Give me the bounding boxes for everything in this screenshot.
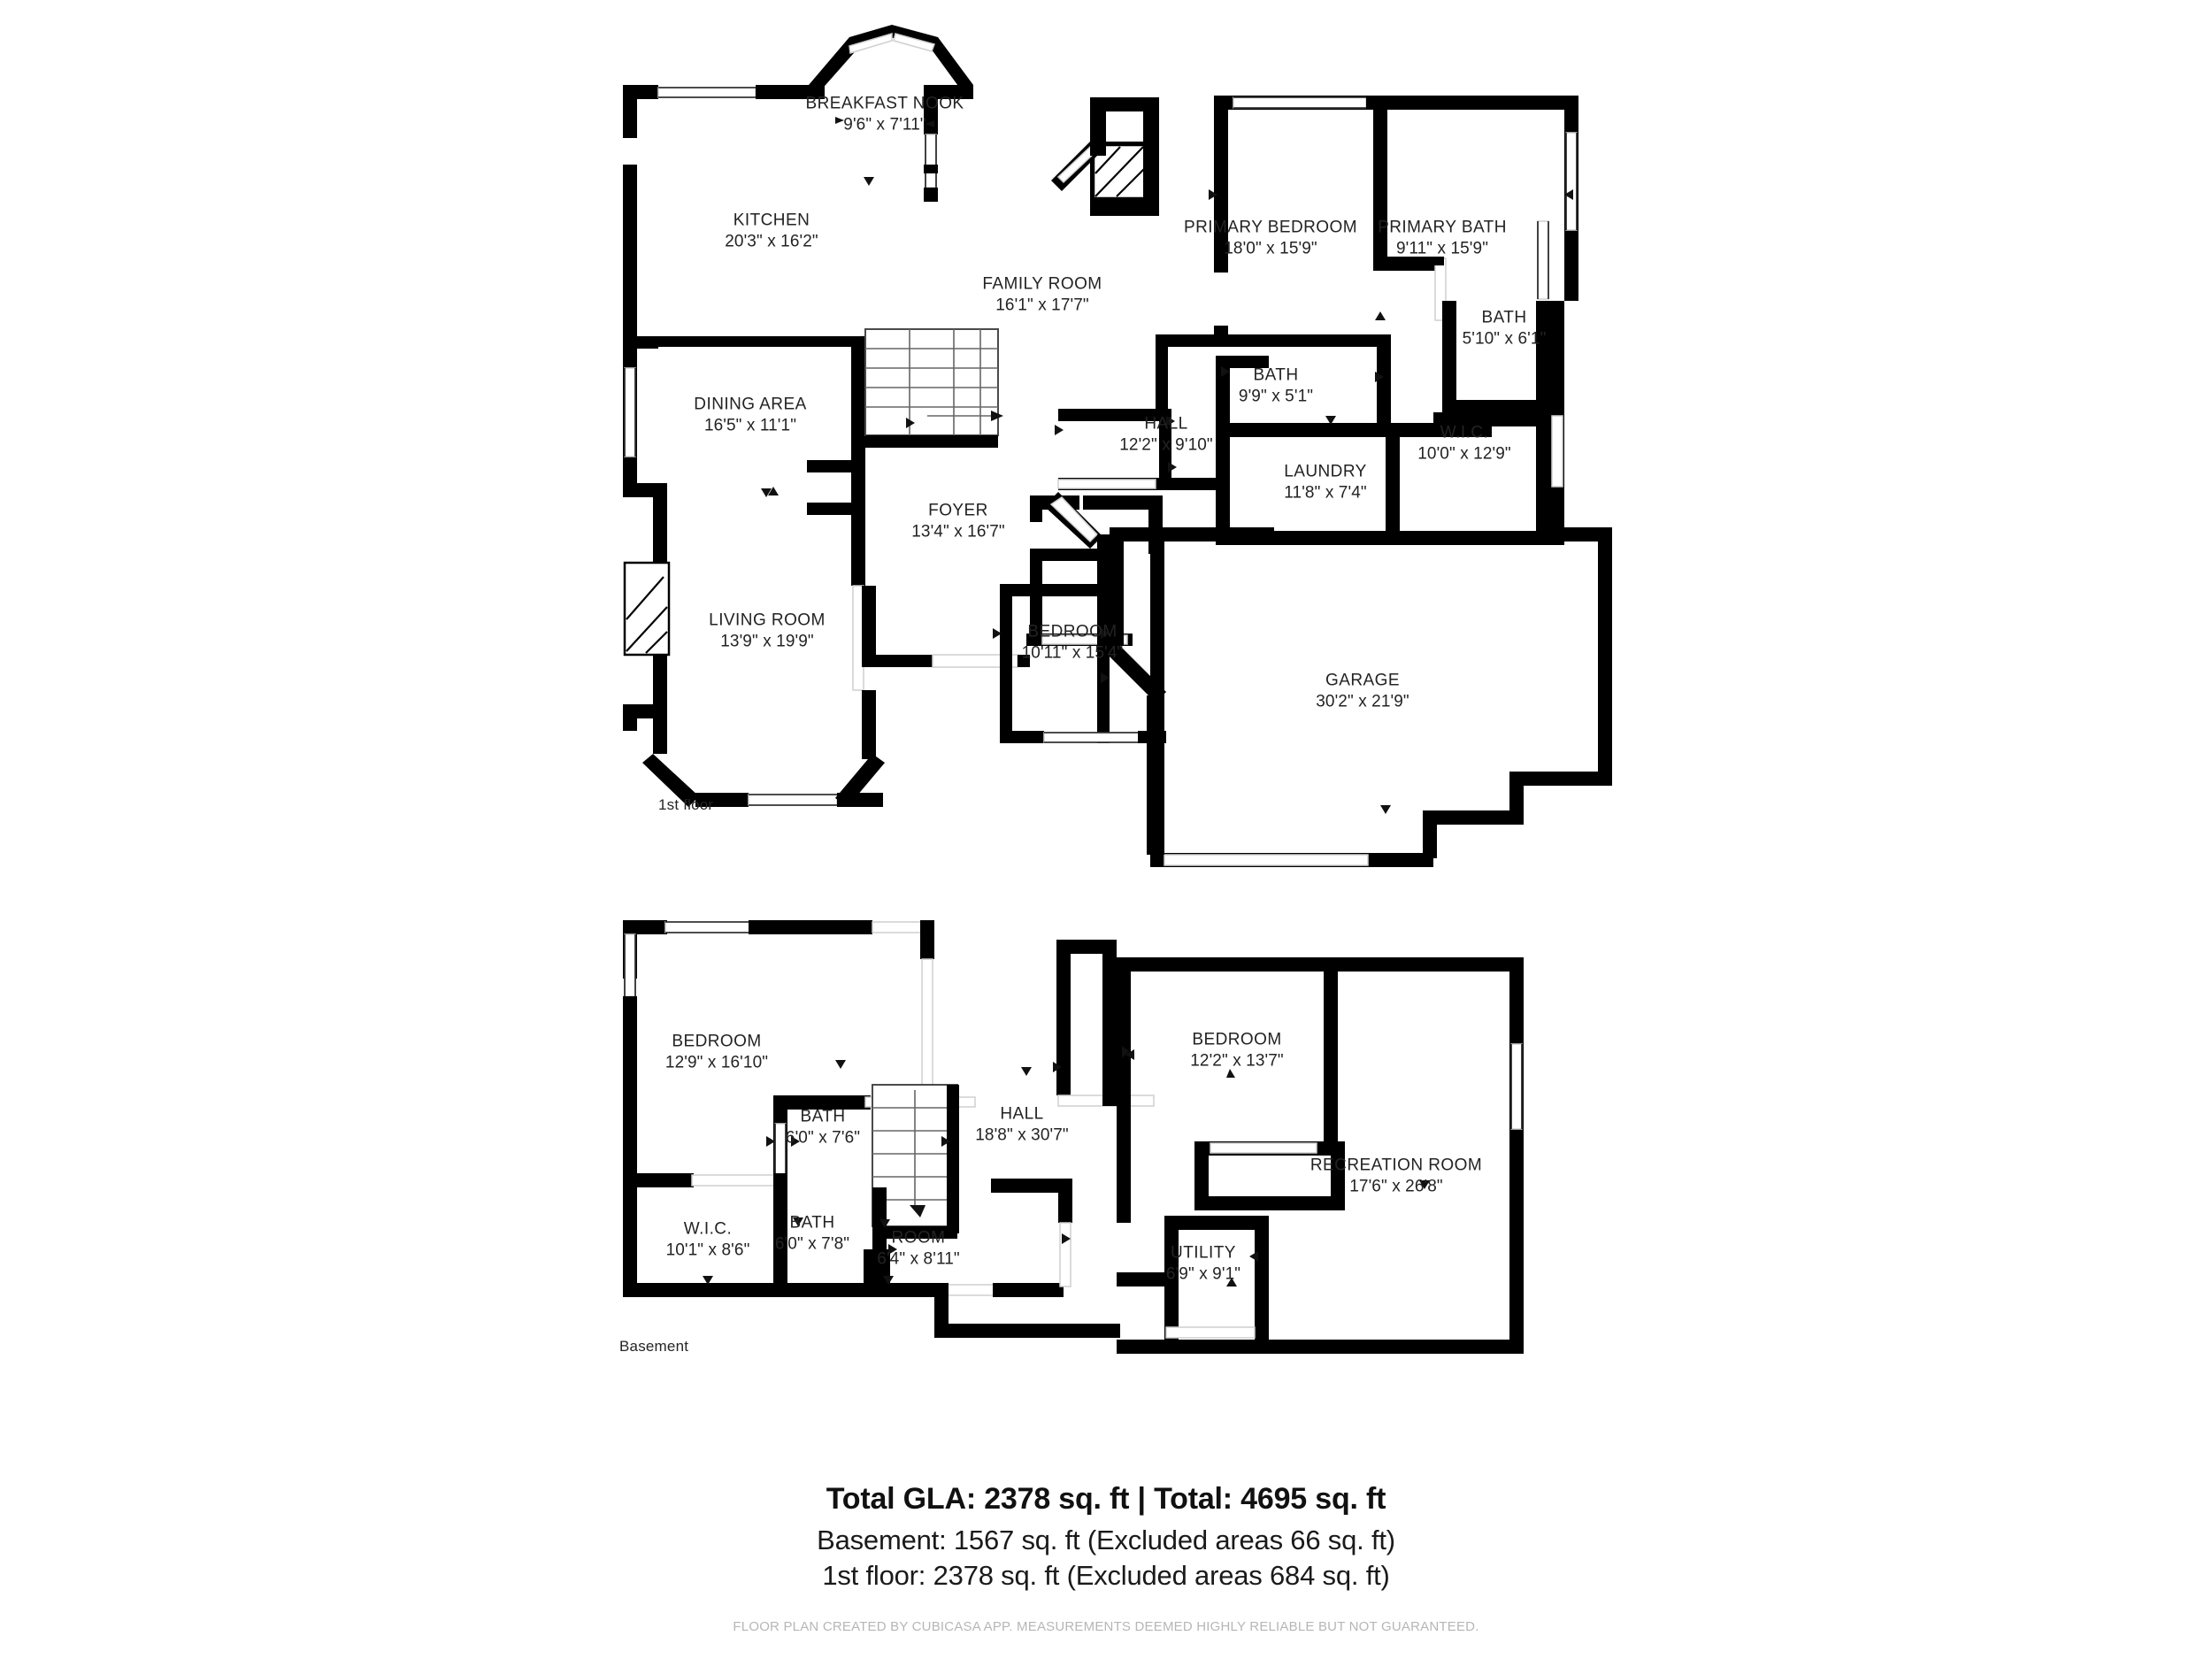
direction-markers	[703, 117, 1573, 1286]
summary-basement: Basement: 1567 sq. ft (Excluded areas 66…	[817, 1525, 1395, 1555]
first-floor-geometry	[623, 25, 1612, 867]
disclaimer-text: FLOOR PLAN CREATED BY CUBICASA APP. MEAS…	[733, 1619, 1479, 1634]
summary-total-gla: Total GLA: 2378 sq. ft | Total: 4695 sq.…	[826, 1482, 1386, 1516]
floor-tag-first-floor: 1st floor	[658, 796, 714, 813]
summary-first-floor: 1st floor: 2378 sq. ft (Excluded areas 6…	[822, 1559, 1390, 1591]
basement-geometry	[623, 920, 1524, 1354]
floor-tag-basement: Basement	[619, 1338, 689, 1355]
area-summary: Total GLA: 2378 sq. ft | Total: 4695 sq.…	[0, 1482, 2212, 1593]
